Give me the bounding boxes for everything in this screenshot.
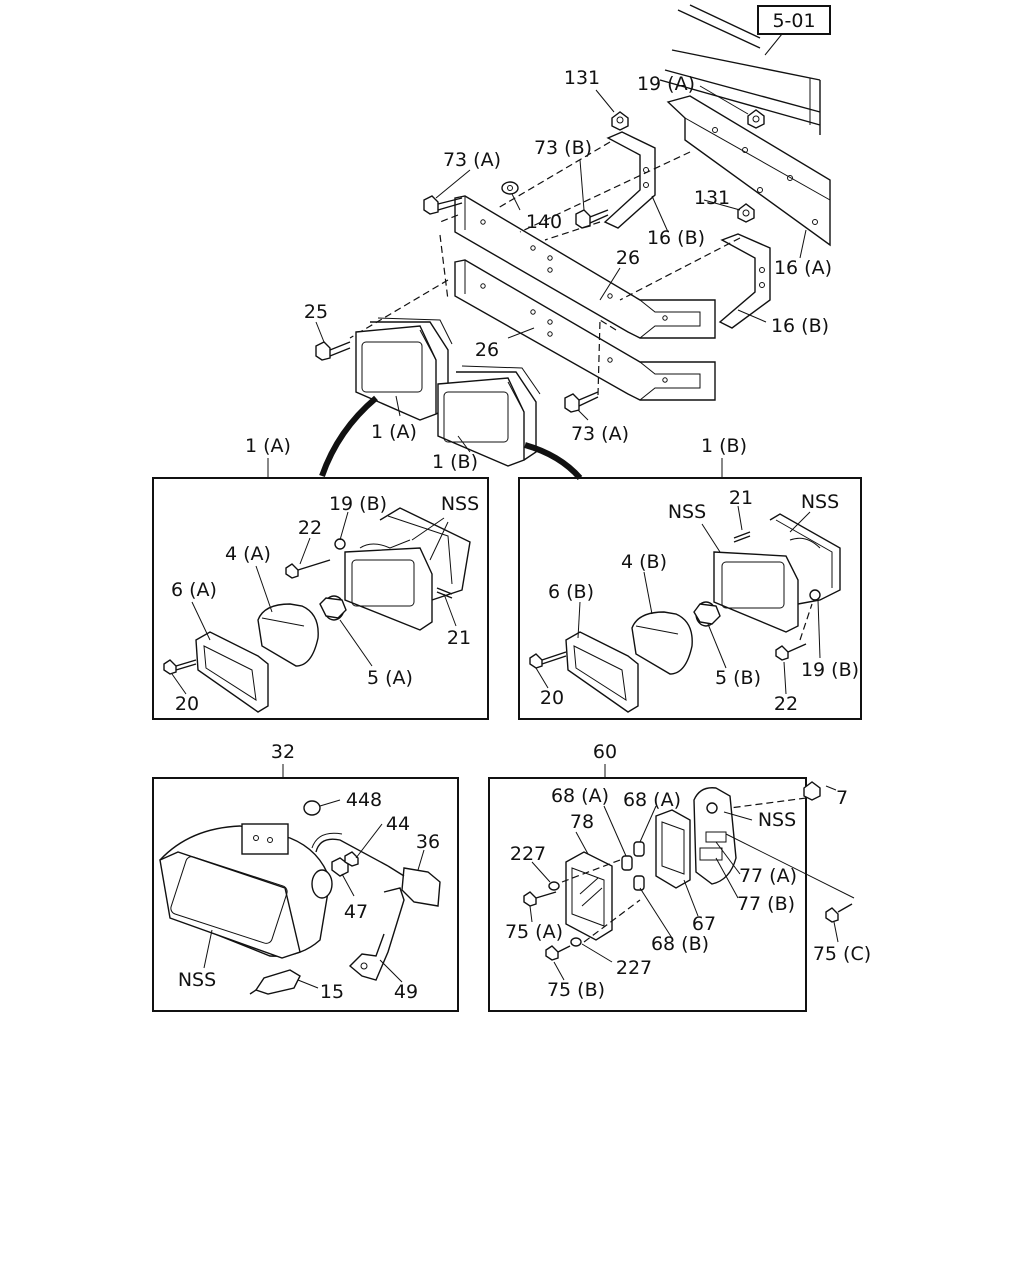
callout-1a-top: 1 (A) <box>371 421 417 443</box>
bolt-73a-lower <box>564 391 599 413</box>
callout-16a: 16 (A) <box>774 257 832 279</box>
callout-131-upper: 131 <box>564 67 600 89</box>
callout-131-lower: 131 <box>694 187 730 209</box>
label-6b: 6 (B) <box>548 581 594 603</box>
label-nss: NSS <box>178 969 216 991</box>
label-7: 7 <box>836 787 848 809</box>
label-5a: 5 (A) <box>367 667 413 689</box>
bracket-16b-lower <box>718 233 771 329</box>
label-20: 20 <box>540 687 564 709</box>
callout-140: 140 <box>526 211 562 233</box>
label-19b: 19 (B) <box>329 493 387 515</box>
label-nss-right: NSS <box>801 491 839 513</box>
panel-1b-title: 1 (B) <box>701 435 747 457</box>
panel-1a: 1 (A) 19 (B) NSS <box>152 435 489 720</box>
callout-73a-upper: 73 (A) <box>443 149 501 171</box>
frame-rail <box>659 4 821 135</box>
nut-131-upper <box>611 111 629 131</box>
callout-26-lower: 26 <box>475 339 499 361</box>
label-44: 44 <box>386 813 410 835</box>
callout-19a: 19 (A) <box>637 73 695 95</box>
arrow-to-panel-1b <box>524 442 583 481</box>
label-227-upper: 227 <box>510 843 546 865</box>
bolt-73a-upper <box>423 195 463 215</box>
label-49: 49 <box>394 981 418 1003</box>
callout-1b-top: 1 (B) <box>432 451 478 473</box>
label-nss: NSS <box>441 493 479 515</box>
bracket-16a <box>666 95 831 247</box>
label-nss-left: NSS <box>668 501 706 523</box>
panel-32: 32 448 44 3 <box>152 741 459 1012</box>
callout-26-upper: 26 <box>616 247 640 269</box>
label-19b: 19 (B) <box>801 659 859 681</box>
label-22: 22 <box>298 517 322 539</box>
label-77a: 77 (A) <box>739 865 797 887</box>
nut-19a <box>747 109 765 129</box>
label-77b: 77 (B) <box>737 893 795 915</box>
page-reference: 5-01 <box>772 10 815 32</box>
bolt-25 <box>315 341 351 361</box>
label-5b: 5 (B) <box>715 667 761 689</box>
label-75c: 75 (C) <box>813 943 871 965</box>
label-nss: NSS <box>758 809 796 831</box>
callout-16b-lower: 16 (B) <box>771 315 829 337</box>
label-4b: 4 (B) <box>621 551 667 573</box>
bumper-bar-26-lower <box>454 259 716 401</box>
label-68b: 68 (B) <box>651 933 709 955</box>
washer-140 <box>501 181 519 195</box>
bolt-73b <box>575 209 609 229</box>
label-75b: 75 (B) <box>547 979 605 1001</box>
panel-60-title: 60 <box>593 741 617 763</box>
callout-73b: 73 (B) <box>534 137 592 159</box>
label-78: 78 <box>570 811 594 833</box>
arrow-to-panel-1a <box>319 395 378 477</box>
panel-60: 60 <box>488 741 871 1012</box>
label-68a-left: 68 (A) <box>551 785 609 807</box>
nut-131-lower <box>737 203 755 223</box>
label-22: 22 <box>774 693 798 715</box>
headlamp-1b <box>437 365 541 467</box>
top-callouts: 131 19 (A) 73 (B) 73 (A) 140 16 (B) 131 … <box>304 67 832 473</box>
label-20: 20 <box>175 693 199 715</box>
label-36: 36 <box>416 831 440 853</box>
label-21: 21 <box>447 627 471 649</box>
bracket-16b-upper <box>603 131 656 229</box>
callout-16b-upper: 16 (B) <box>647 227 705 249</box>
assembly-leader-lines <box>349 141 741 396</box>
label-47: 47 <box>344 901 368 923</box>
callout-73a-lower: 73 (A) <box>571 423 629 445</box>
label-227-lower: 227 <box>616 957 652 979</box>
label-75a: 75 (A) <box>505 921 563 943</box>
panel-1b: 1 (B) 21 NSS <box>518 435 862 720</box>
label-21: 21 <box>729 487 753 509</box>
label-67: 67 <box>692 913 716 935</box>
panel-1a-title: 1 (A) <box>245 435 291 457</box>
panel-32-title: 32 <box>271 741 295 763</box>
label-4a: 4 (A) <box>225 543 271 565</box>
label-6a: 6 (A) <box>171 579 217 601</box>
label-448: 448 <box>346 789 382 811</box>
label-68a-right: 68 (A) <box>623 789 681 811</box>
callout-25: 25 <box>304 301 328 323</box>
page-reference-box: 5-01 <box>757 5 831 35</box>
label-15: 15 <box>320 981 344 1003</box>
